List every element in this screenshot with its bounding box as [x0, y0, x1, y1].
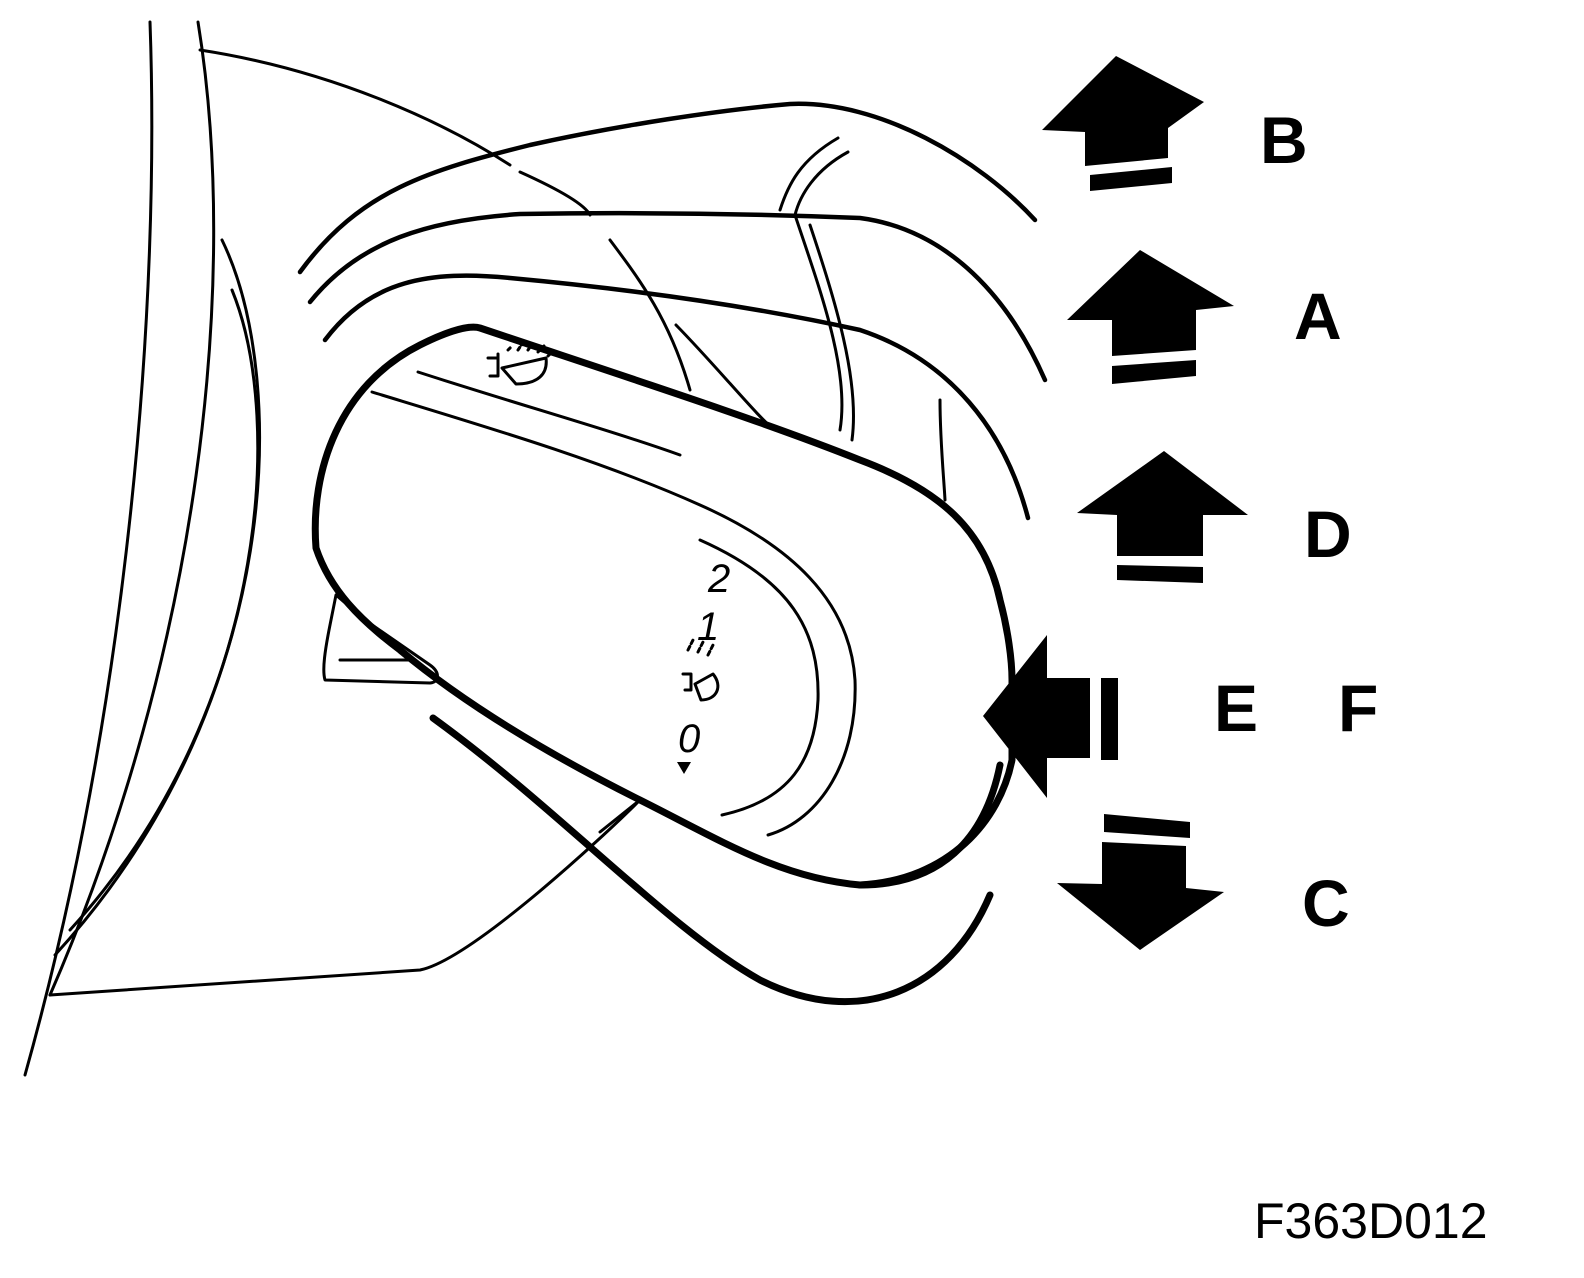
label-f: F	[1338, 671, 1378, 745]
column-outline	[23, 20, 642, 1077]
wiper-washer-icon	[486, 342, 554, 386]
arrow-up-icon	[1042, 56, 1204, 191]
position-0: 0	[678, 717, 700, 761]
arrow-left-icon	[983, 635, 1118, 798]
label-a: A	[1294, 279, 1342, 353]
label-c: C	[1302, 866, 1350, 940]
arrow-up-icon	[1077, 451, 1248, 583]
arrow-up-icon	[1067, 250, 1234, 384]
label-b: B	[1260, 103, 1308, 177]
label-e: E	[1214, 671, 1258, 745]
label-d: D	[1304, 497, 1352, 571]
intermittent-wiper-icon	[681, 672, 720, 702]
position-pointer	[677, 762, 691, 774]
figure-code: F363D012	[1254, 1193, 1488, 1249]
arrow-down-icon	[1057, 814, 1224, 950]
position-2: 2	[707, 557, 730, 601]
wiper-lever	[311, 323, 1016, 889]
intermittent-marks	[686, 638, 715, 657]
position-1: 1	[697, 605, 719, 649]
